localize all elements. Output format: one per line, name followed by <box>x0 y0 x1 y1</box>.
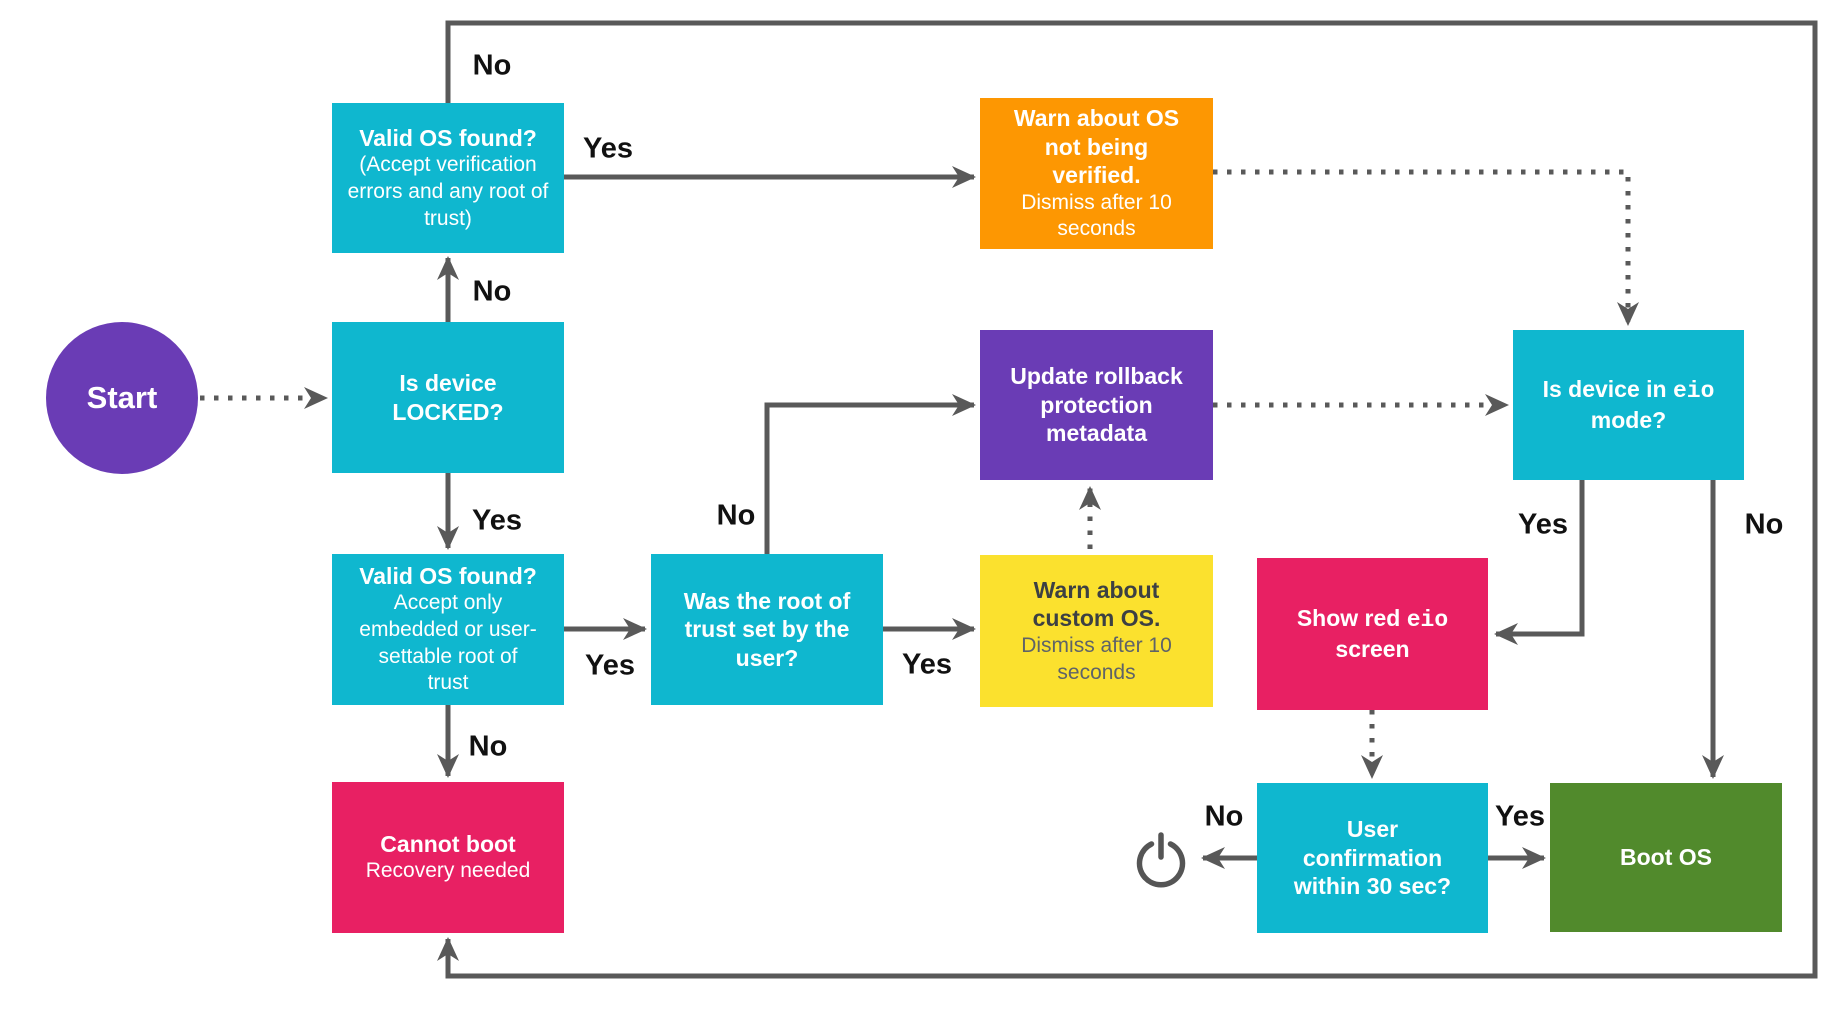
node-title-text: Show red <box>1296 605 1407 632</box>
node-title-text: screen <box>1335 636 1410 662</box>
node-title: Boot OS <box>1620 844 1712 871</box>
edge-label-yes-locked-down: Yes <box>472 504 522 537</box>
node-boot-os: Boot OS <box>1550 783 1782 932</box>
node-valid-os-found-strict-root: Valid OS found? Accept only embedded or … <box>332 554 564 705</box>
edge-label-no-rollback: No <box>716 499 756 532</box>
node-user-confirmation-30-sec: User confirmation within 30 sec? <box>1257 783 1488 933</box>
node-title: Cannot boot <box>380 830 516 857</box>
node-update-rollback-metadata: Update rollback protection metadata <box>980 330 1213 480</box>
edge-label-no-loop: No <box>472 49 512 82</box>
node-title-text: mode? <box>1590 407 1667 433</box>
node-subtitle: Dismiss after 10 seconds <box>1021 633 1172 684</box>
node-title-code: eio <box>1406 607 1449 634</box>
node-title-code: eio <box>1672 378 1715 405</box>
node-title: Was the root of trust set by the user? <box>683 587 851 671</box>
edge-label-no-eio: No <box>1744 508 1784 541</box>
node-is-device-locked: Is device LOCKED? <box>332 322 564 473</box>
node-start: Start <box>46 322 198 474</box>
node-title: Warn about OS not being verified. <box>1013 105 1180 189</box>
node-title: Valid OS found? <box>359 562 537 589</box>
edge-label-yes-warn-custom: Yes <box>902 648 952 681</box>
node-subtitle: Dismiss after 10 seconds <box>1021 190 1172 241</box>
node-subtitle: Accept only embedded or user-settable ro… <box>359 591 537 695</box>
node-title: Warn about custom OS. <box>1032 576 1161 632</box>
node-title: Valid OS found? <box>359 124 537 151</box>
edge-warn-unverified-to-eio-mode <box>1213 169 1639 326</box>
node-title: Is device in eio mode? <box>1523 375 1734 434</box>
node-valid-os-found-any-root: Valid OS found? (Accept verification err… <box>332 103 564 253</box>
power-icon <box>1136 832 1186 888</box>
node-warn-custom-os: Warn about custom OS. Dismiss after 10 s… <box>980 555 1213 707</box>
edge-label-yes-boot-os: Yes <box>1495 800 1545 833</box>
node-subtitle: (Accept verification errors and any root… <box>347 153 549 230</box>
edge-validos-any-no-loop-to-cannot-boot <box>437 20 1818 979</box>
edge-label-yes-eio: Yes <box>1518 508 1568 541</box>
node-show-red-eio-screen: Show red eio screen <box>1257 558 1488 710</box>
node-root-of-trust-set-by-user: Was the root of trust set by the user? <box>651 554 883 705</box>
edge-label-yes-warn: Yes <box>583 132 633 165</box>
edge-eio-yes-to-show-red-screen <box>1494 480 1585 645</box>
node-subtitle: Recovery needed <box>365 859 531 883</box>
node-title: Show red eio screen <box>1289 604 1457 663</box>
node-start-label: Start <box>86 380 158 415</box>
edge-label-no-cannot-boot: No <box>468 730 508 763</box>
node-cannot-boot: Cannot boot Recovery needed <box>332 782 564 933</box>
node-title: Is device LOCKED? <box>392 369 504 425</box>
node-warn-os-not-verified: Warn about OS not being verified. Dismis… <box>980 98 1213 249</box>
edge-label-yes-root-trust: Yes <box>585 649 635 682</box>
node-is-device-in-eio-mode: Is device in eio mode? <box>1513 330 1744 480</box>
edge-label-no-power-off: No <box>1204 800 1244 833</box>
edge-root-of-trust-no-to-update-rollback <box>764 394 976 554</box>
node-title-text: Is device in <box>1542 376 1673 403</box>
node-title: Update rollback protection metadata <box>1010 363 1183 447</box>
node-title: User confirmation within 30 sec? <box>1293 816 1452 900</box>
edge-label-no-locked-up: No <box>472 275 512 308</box>
